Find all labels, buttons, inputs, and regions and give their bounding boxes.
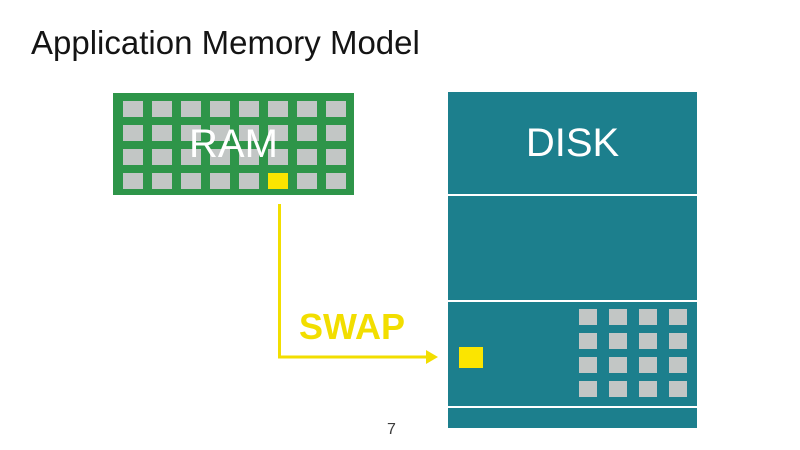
disk-page-cell: [639, 357, 657, 373]
disk-page-cell: [579, 357, 597, 373]
page-number: 7: [387, 421, 396, 438]
ram-page-cell: [297, 149, 317, 165]
ram-swapped-page-cell: [268, 173, 288, 189]
disk-page-cell: [669, 381, 687, 397]
ram-page-cell: [152, 125, 172, 141]
disk-page-cell: [609, 357, 627, 373]
disk-grid: [579, 309, 687, 397]
slide-title: Application Memory Model: [31, 24, 420, 61]
disk-box: DISK: [448, 92, 697, 428]
ram-page-cell: [326, 173, 346, 189]
ram-page-cell: [152, 173, 172, 189]
disk-page-cell: [579, 309, 597, 325]
ram-page-cell: [239, 173, 259, 189]
ram-page-cell: [326, 125, 346, 141]
ram-page-cell: [123, 101, 143, 117]
ram-page-cell: [297, 173, 317, 189]
ram-page-cell: [123, 173, 143, 189]
ram-box: RAM: [113, 93, 354, 195]
ram-page-cell: [181, 125, 201, 141]
disk-page-cell: [609, 333, 627, 349]
ram-page-cell: [181, 149, 201, 165]
disk-page-cell: [669, 309, 687, 325]
ram-page-cell: [239, 101, 259, 117]
ram-page-cell: [152, 101, 172, 117]
ram-page-cell: [268, 125, 288, 141]
disk-section-divider-1: [448, 194, 697, 196]
ram-page-cell: [181, 173, 201, 189]
disk-page-cell: [579, 333, 597, 349]
swap-label: SWAP: [299, 306, 406, 347]
ram-grid: [123, 101, 346, 189]
disk-page-cell: [609, 309, 627, 325]
ram-page-cell: [326, 149, 346, 165]
disk-section-divider-2: [448, 300, 697, 302]
ram-page-cell: [210, 173, 230, 189]
disk-label: DISK: [525, 121, 620, 165]
ram-page-cell: [239, 149, 259, 165]
disk-swapped-page-cell: [459, 347, 483, 368]
ram-page-cell: [239, 125, 259, 141]
ram-page-cell: [152, 149, 172, 165]
ram-page-cell: [297, 101, 317, 117]
ram-page-cell: [123, 125, 143, 141]
ram-page-cell: [210, 149, 230, 165]
disk-page-cell: [609, 381, 627, 397]
disk-page-cell: [639, 381, 657, 397]
disk-page-cell: [639, 309, 657, 325]
ram-page-cell: [181, 101, 201, 117]
disk-page-cell: [639, 333, 657, 349]
ram-page-cell: [123, 149, 143, 165]
ram-page-cell: [326, 101, 346, 117]
ram-label: RAM: [189, 122, 278, 166]
disk-section-divider-3: [448, 406, 697, 408]
disk-page-cell: [669, 333, 687, 349]
disk-page-cell: [579, 381, 597, 397]
ram-page-cell: [297, 125, 317, 141]
ram-page-cell: [210, 125, 230, 141]
disk-page-cell: [669, 357, 687, 373]
ram-page-cell: [268, 149, 288, 165]
ram-page-cell: [210, 101, 230, 117]
ram-page-cell: [268, 101, 288, 117]
